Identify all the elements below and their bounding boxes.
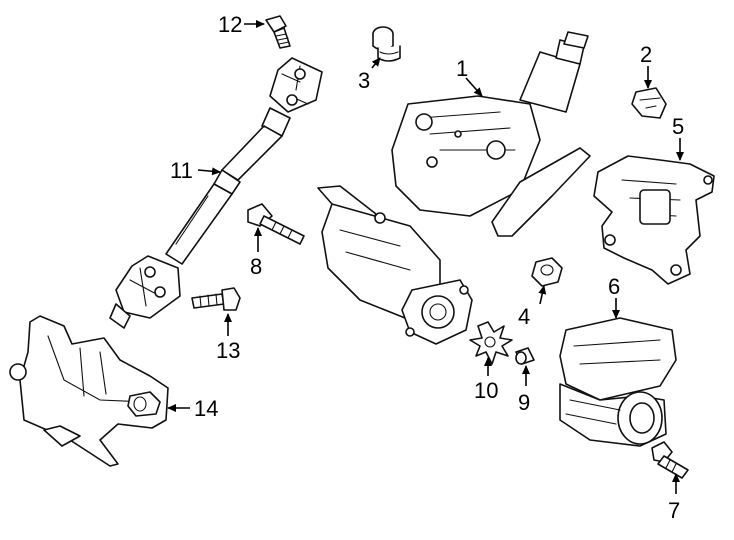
callout-4: 4 (518, 304, 530, 329)
bolt-8 (247, 203, 305, 245)
bolt-13 (191, 287, 241, 311)
callout-8: 8 (250, 254, 262, 279)
callout-6: 6 (608, 274, 620, 299)
motor-6 (559, 317, 677, 447)
nut-4 (531, 257, 563, 287)
callout-9: 9 (518, 390, 530, 415)
callout-14: 14 (194, 396, 218, 421)
bracket-5 (593, 155, 715, 285)
steering-column (317, 31, 591, 345)
bolt-12 (265, 15, 291, 49)
callout-11: 11 (170, 158, 193, 183)
callout-13: 13 (216, 338, 240, 363)
intermediate-shaft (109, 57, 323, 329)
callout-12: 12 (218, 12, 242, 37)
bolt-7 (651, 441, 689, 479)
callout-labels: 12 3 1 2 5 6 7 8 9 10 11 4 13 14 (170, 12, 684, 523)
bushing-3 (372, 26, 401, 62)
callout-5: 5 (672, 114, 684, 139)
callout-3: 3 (358, 68, 370, 93)
pin-9 (515, 347, 535, 365)
shroud-14 (9, 315, 169, 467)
callout-7: 7 (668, 498, 680, 523)
callout-leaders (167, 20, 684, 494)
clip-2 (631, 87, 667, 119)
callout-1: 1 (456, 56, 468, 81)
callout-10: 10 (474, 378, 498, 403)
gear-10 (469, 321, 513, 365)
callout-2: 2 (640, 42, 652, 67)
